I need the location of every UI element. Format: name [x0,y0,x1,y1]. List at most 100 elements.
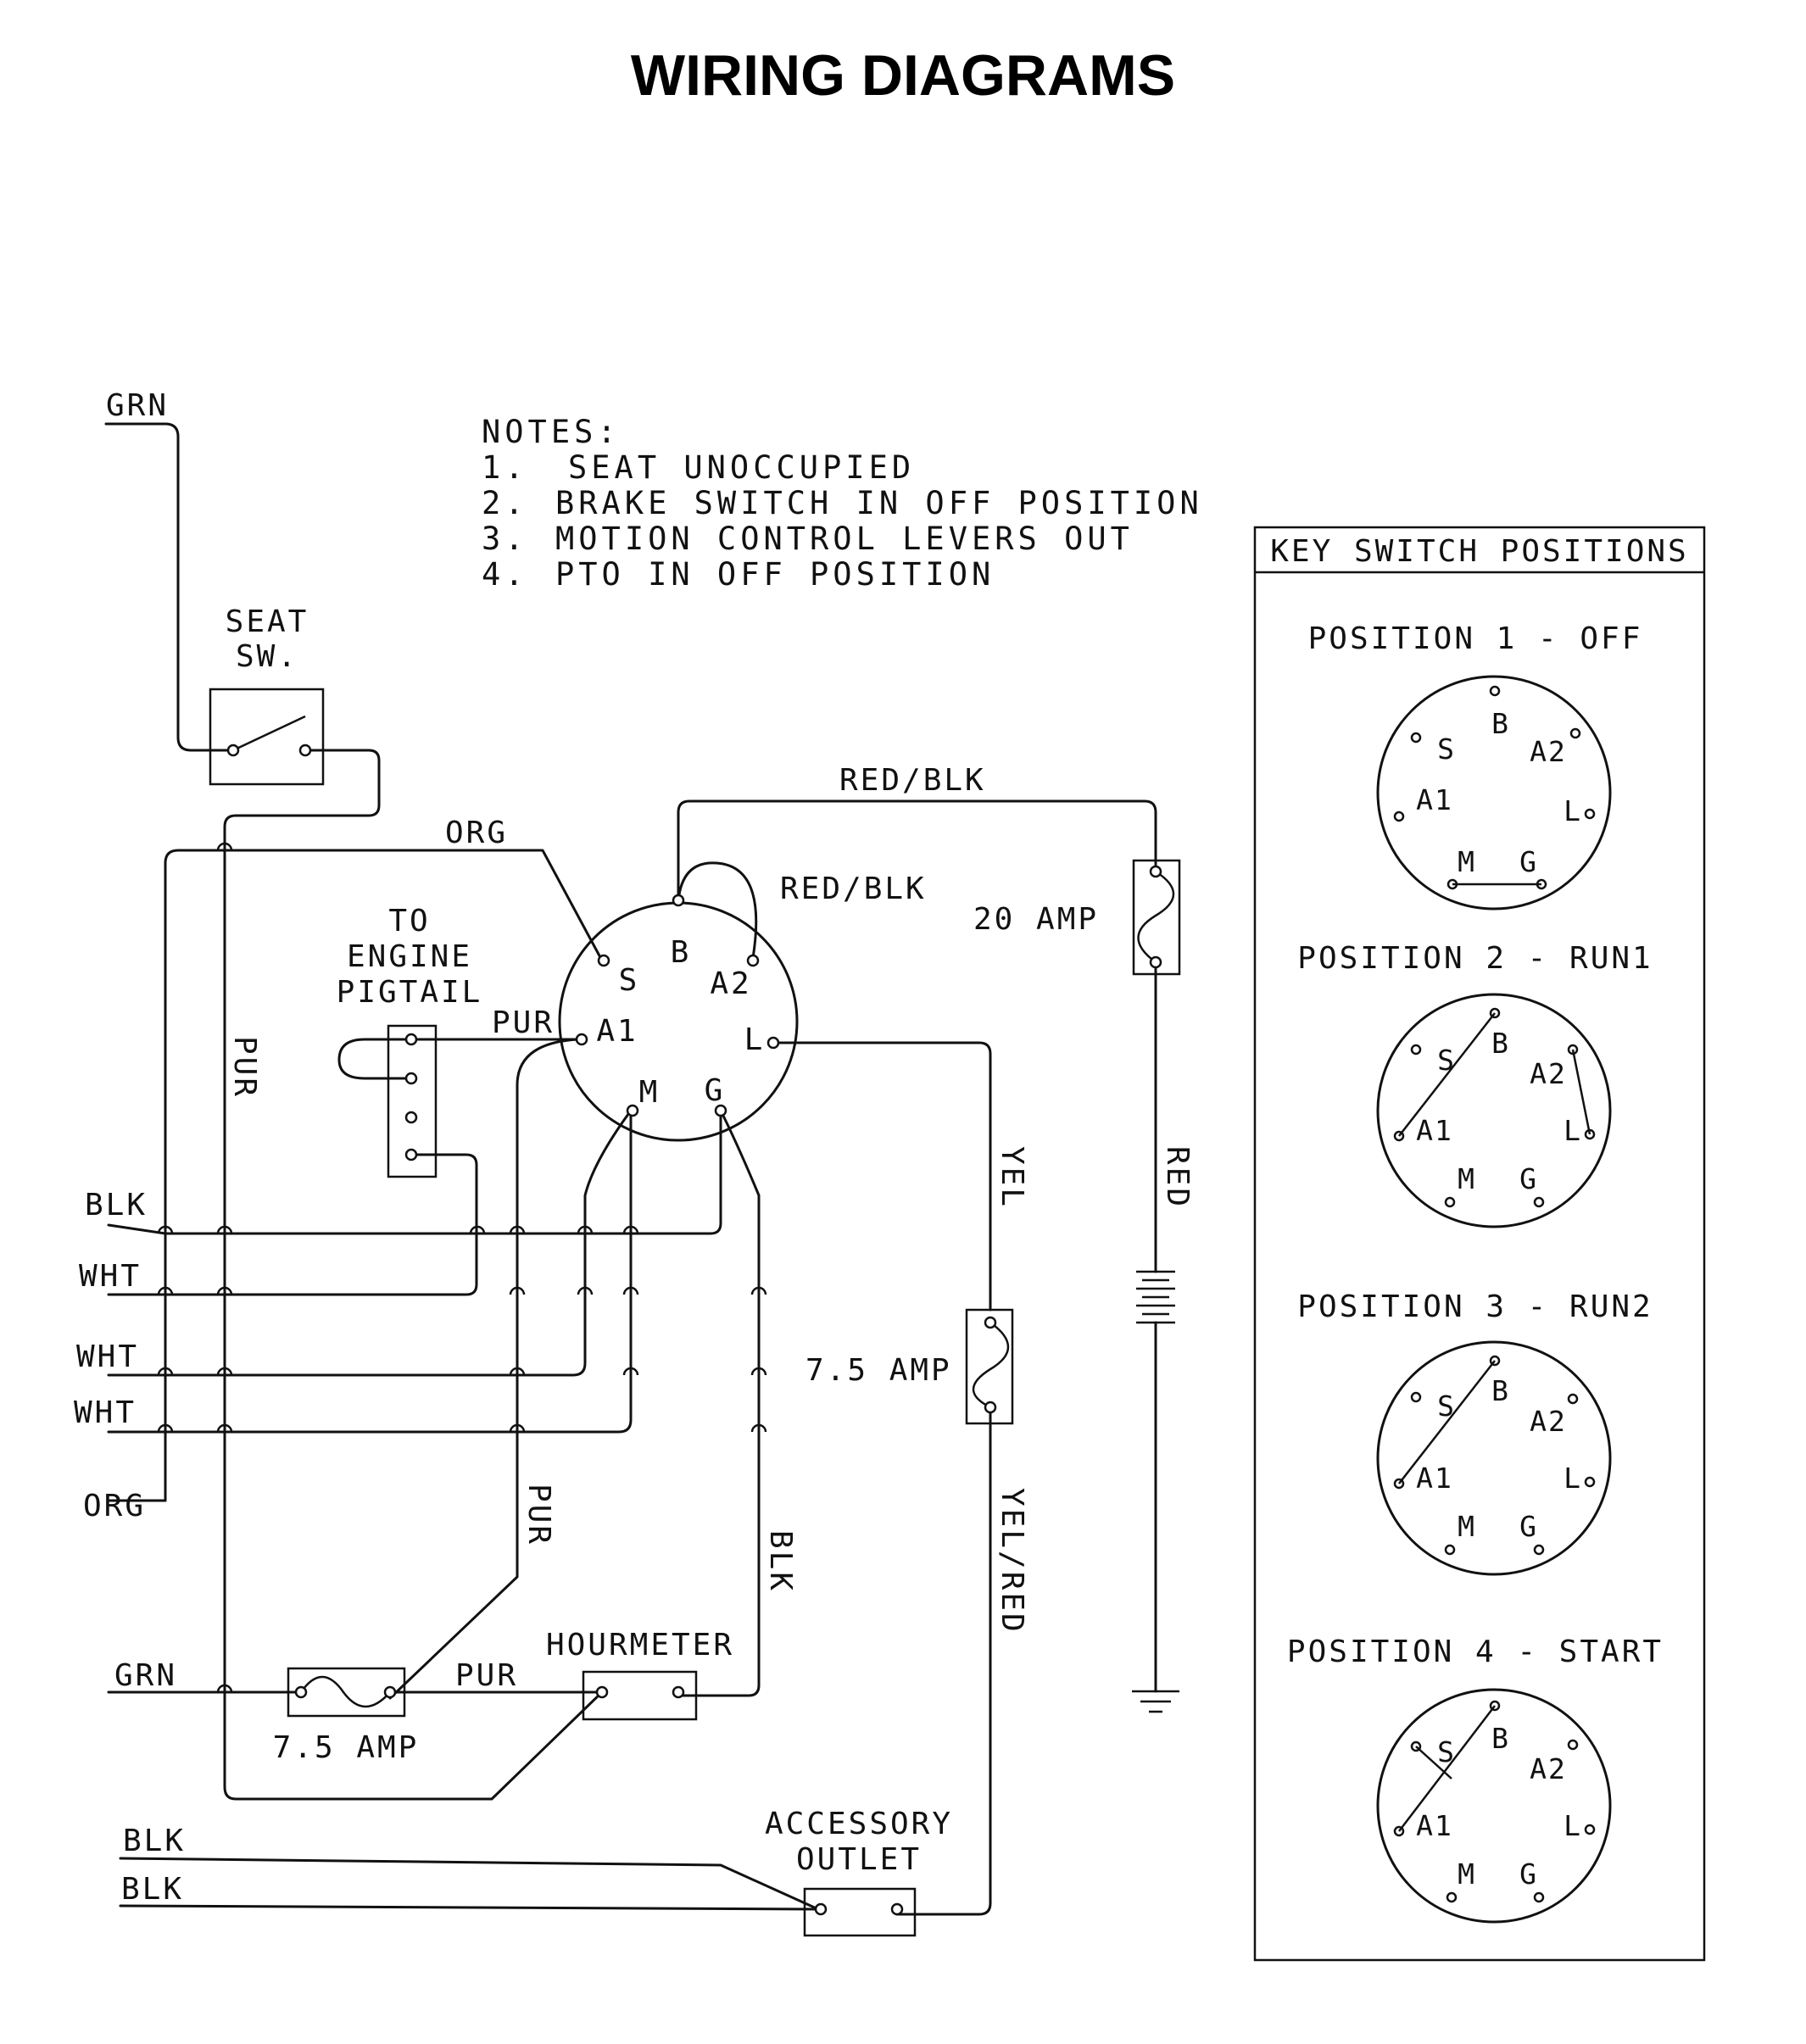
hourmeter-terminal [672,1685,685,1699]
ignition-label-b: B [671,935,692,970]
key-label-l: L [1564,794,1582,827]
pigtail-label: PIGTAIL [337,975,483,1010]
key-terminal [1444,1196,1456,1208]
wire-label: YEL [995,1146,1029,1209]
fuse-element [972,1321,1010,1409]
outlet-label: OUTLET [796,1842,922,1877]
outlet-terminal [890,1902,904,1916]
pigtail-label: TO [388,904,430,938]
wire-blk-outlet-2 [119,1904,820,1911]
engine-pigtail: TO ENGINE PIGTAIL [337,904,483,1178]
key-label-g: G [1519,1162,1538,1195]
page-title: WIRING DIAGRAMS [631,43,1175,108]
seat-switch-body [209,688,325,786]
wire-label: GRN [106,388,169,423]
key-label-m: M [1458,1857,1476,1891]
ignition-terminal-m [626,1104,639,1117]
note-text: PTO IN OFF POSITION [555,556,995,593]
wire-label: YEL/RED [995,1488,1029,1635]
key-label-l: L [1564,1114,1582,1147]
key-terminal [1533,1196,1545,1208]
position-label: POSITION 1 - OFF [1308,621,1643,656]
fuse-body [1132,859,1181,976]
key-terminal [1410,732,1422,744]
wire-org [164,849,604,1502]
wire-g-hourmeter [677,1109,761,1697]
wire-label: WHT [76,1339,139,1374]
key-label-l: L [1564,1462,1582,1495]
wire-label: WHT [79,1259,142,1294]
key-label-a1: A1 [1416,783,1453,816]
fuse-20-label: 20 AMP [973,902,1099,937]
note-text: SEAT UNOCCUPIED [568,449,915,486]
key-label-a1: A1 [1416,1114,1453,1147]
ignition-switch: S B A2 A1 L M G [558,894,799,1142]
wire-label: RED/BLK [780,872,927,906]
note-number: 1. [482,449,528,486]
key-switch-title: KEY SWITCH POSITIONS [1270,534,1688,569]
wire-labels: GRN ORG RED/BLK RED/BLK PUR PUR BLK WHT … [74,388,1195,1907]
fuse-terminal [294,1685,308,1699]
ignition-label-a1: A1 [596,1014,638,1049]
wire-label: PUR [227,1036,262,1099]
outlet-terminal [814,1902,828,1916]
wire-label: RED [1160,1146,1195,1209]
pigtail-pin [404,1111,418,1124]
crossover [157,842,767,1693]
ground-symbol [1132,1690,1179,1713]
key-terminal [1567,1393,1579,1405]
key-terminal [1584,1476,1596,1488]
key-terminal [1410,1044,1422,1055]
key-terminal [1567,1739,1579,1751]
wire-m-wht [164,1109,633,1377]
wire-label: BLK [123,1824,186,1858]
wire-yel-red [895,1406,992,1916]
key-label-g: G [1519,845,1538,878]
notes-heading: NOTES: [482,414,621,450]
key-terminal [1533,1544,1545,1556]
key-position-2: POSITION 2 - RUN1 S B A2 A1 L M G [1297,941,1651,1228]
wire-label: WHT [74,1395,137,1430]
wires [104,422,1157,1916]
key-switch-circle [1376,675,1612,911]
key-terminal [1393,810,1405,822]
fuse-7-5-amp-grn: 7.5 AMP [273,1667,416,1765]
key-position-3: POSITION 3 - RUN2 S B A2 A1 L M G [1297,1289,1651,1576]
wire-pigtail-wht [164,1153,478,1296]
key-terminal [1489,685,1501,697]
ignition-terminal-b [672,894,685,907]
key-label-a2: A2 [1530,1405,1567,1438]
ignition-terminal-a1 [575,1033,588,1046]
key-label-b: B [1491,707,1510,740]
key-position-1: POSITION 1 - OFF S B A2 A1 L M G [1308,621,1643,911]
pigtail-pin [404,1072,418,1085]
fuse-20-amp: 20 AMP [973,859,1181,976]
key-label-s: S [1437,732,1456,766]
position-label: POSITION 4 - START [1287,1635,1664,1669]
ignition-terminal-l [766,1036,780,1050]
battery-plates [1136,1270,1175,1324]
wire-m-wht-3 [164,1109,633,1434]
key-switch-circle [1376,1340,1612,1576]
wire-label: RED/BLK [839,763,986,798]
key-bridge [1398,1012,1496,1137]
pigtail-pin [404,1033,418,1046]
fuse-body [965,1308,1014,1425]
wire-label: BLK [121,1872,184,1907]
key-terminal [1444,1544,1456,1556]
wire-yel [772,1041,992,1312]
key-label-a1: A1 [1416,1809,1453,1842]
notes-block: NOTES: 1. SEAT UNOCCUPIED 2. BRAKE SWITC… [482,414,1199,593]
key-terminal [1569,727,1581,739]
note-number: 3. [482,521,528,557]
ignition-label-g: G [705,1073,726,1108]
key-label-a2: A2 [1530,1752,1567,1785]
hourmeter-terminal [595,1685,609,1699]
fuse-element [299,1675,391,1708]
battery [1136,1270,1175,1324]
wire-red-blk-top [677,799,1157,902]
key-terminal [1446,1891,1458,1903]
pigtail-label: ENGINE [347,939,472,974]
